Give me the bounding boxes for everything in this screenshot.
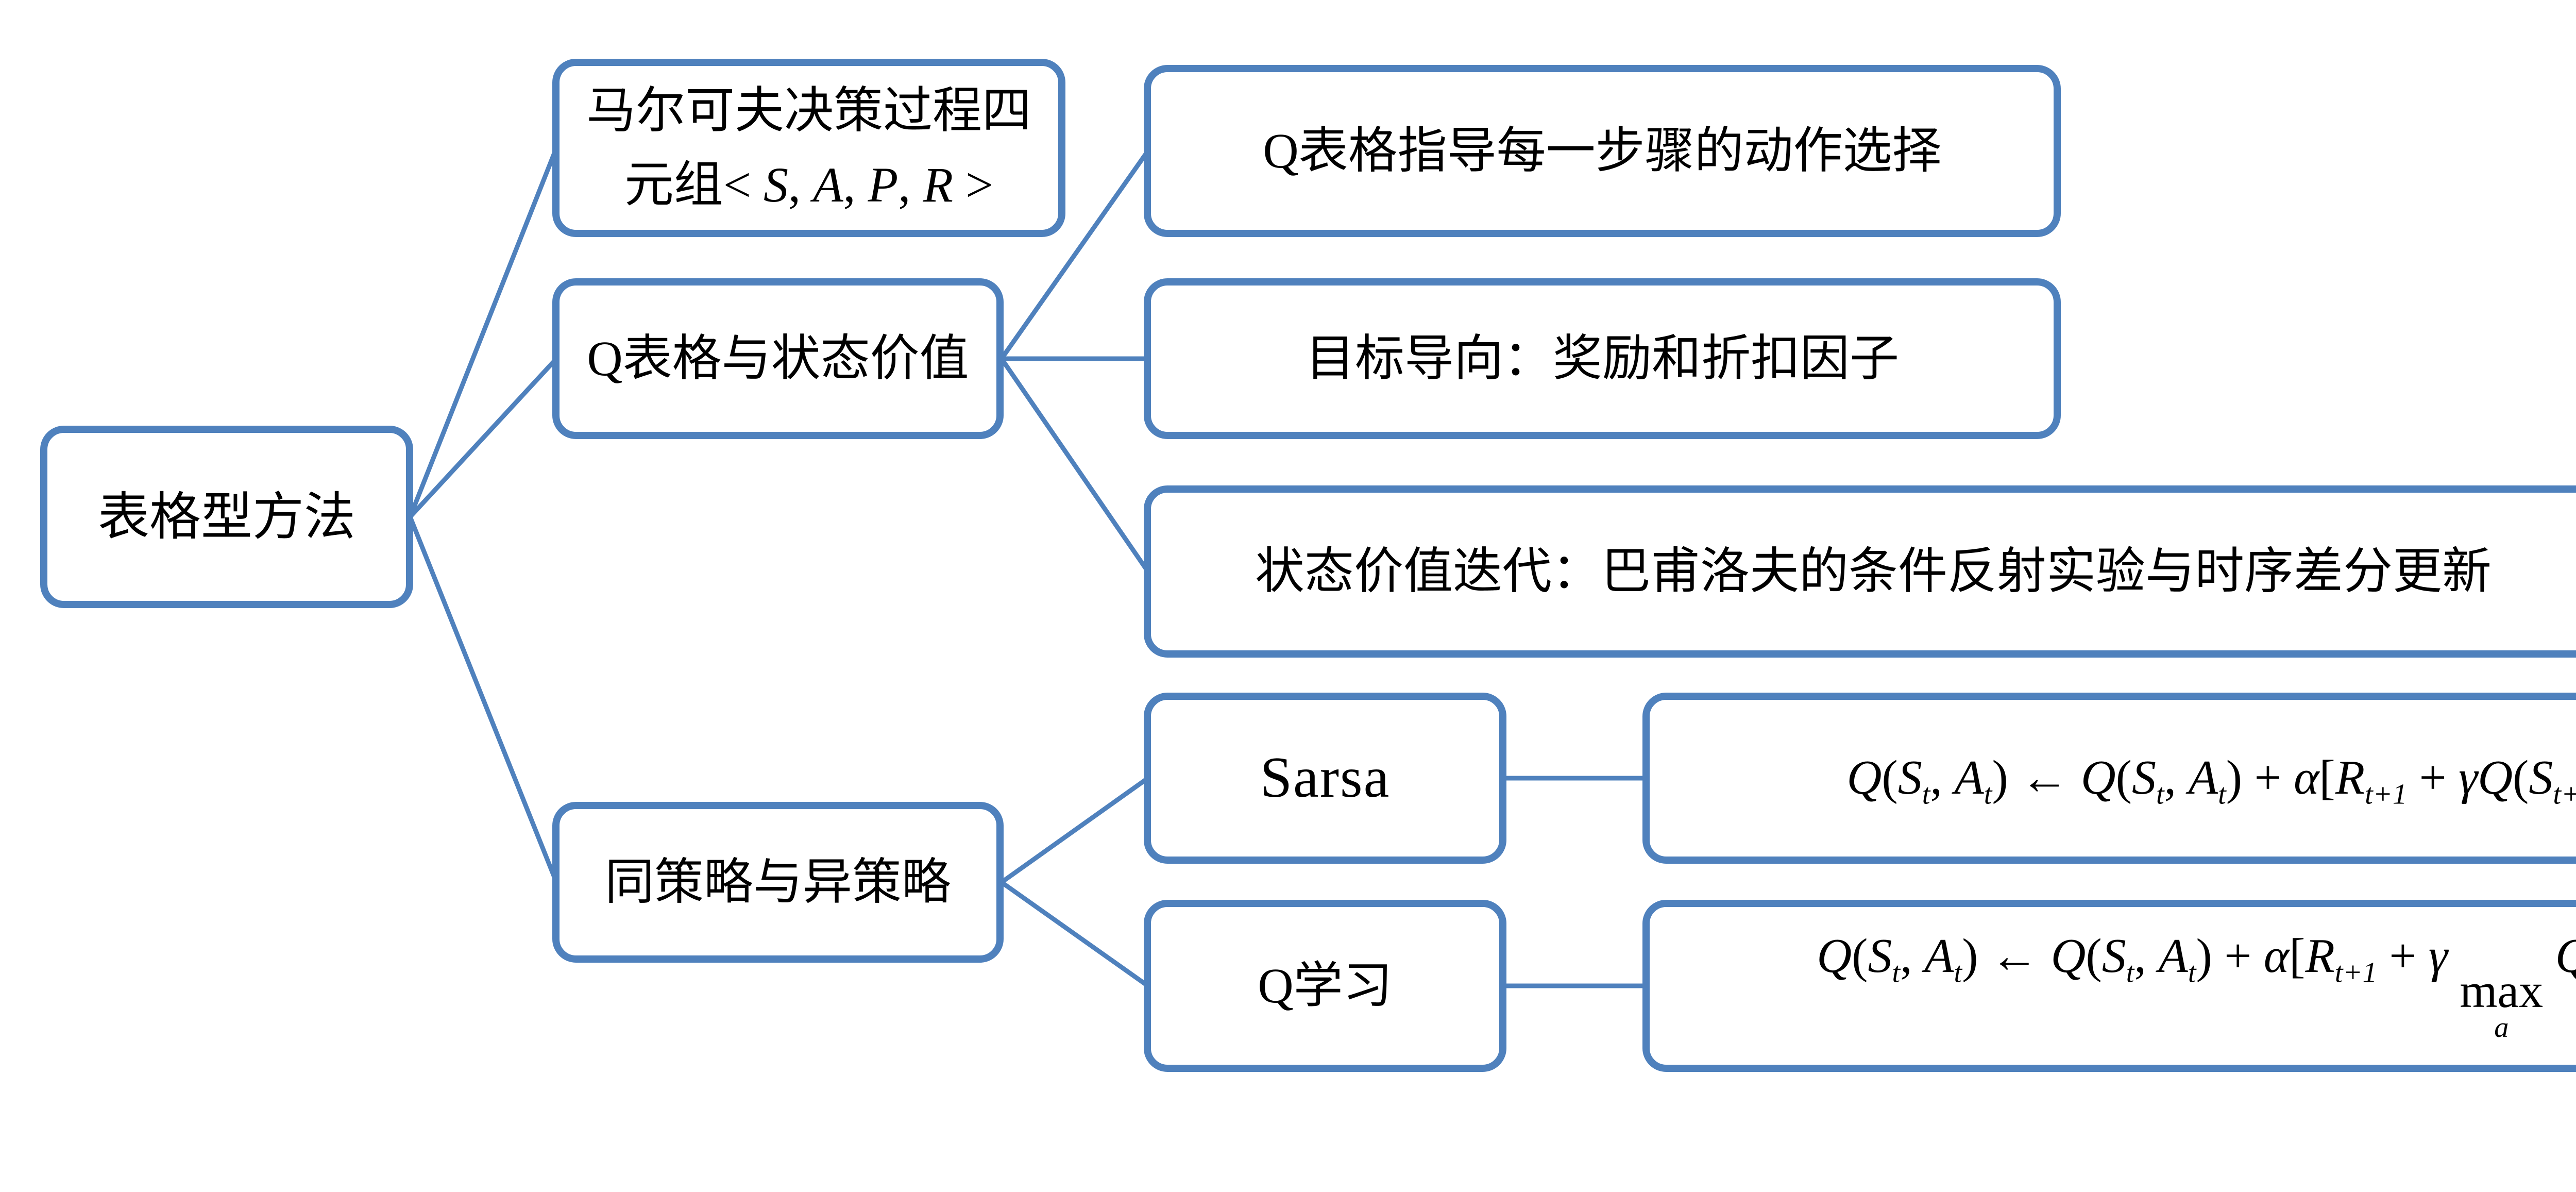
formula-sarsa-expression: Q(St, At) ← Q(St, At) + α[Rt+1 + γQ(St+1… (1846, 751, 2576, 811)
connector-qtable-value (999, 357, 1150, 573)
node-sarsa: Sarsa (1144, 693, 1506, 864)
connector-policy-qlearning (1000, 880, 1149, 988)
node-mdp-label: 马尔可夫决策过程四元组< S, A, P, R > (586, 83, 1031, 212)
node-qlearning: Q学习 (1144, 900, 1506, 1072)
formula-sarsa-update-rule: Q(St, At) ← Q(St, At) + α[Rt+1 + γQ(St+1… (1642, 693, 2576, 864)
leaf-goal-label: 目标导向：奖励和折扣因子 (1306, 331, 1899, 387)
connector-policy-sarsa (1000, 776, 1149, 884)
node-root-label: 表格型方法 (98, 488, 355, 546)
node-mdp-tuple: 马尔可夫决策过程四元组< S, A, P, R > (552, 59, 1065, 237)
node-policy-label: 同策略与异策略 (605, 854, 951, 910)
connector-root-qtable (408, 357, 558, 519)
node-qlearning-label: Q学习 (1258, 958, 1393, 1014)
node-qtable-label: Q表格与状态价值 (587, 331, 969, 387)
connector-root-policy (408, 516, 559, 883)
node-qtable-state-value: Q表格与状态价值 (552, 278, 1004, 439)
node-sarsa-label: Sarsa (1260, 746, 1391, 810)
connector-root-mdp (408, 147, 559, 518)
leaf-qtable-action-selection: Q表格指导每一步骤的动作选择 (1144, 65, 2061, 237)
leaf-state-value-iteration: 状态价值迭代：巴甫洛夫的条件反射实验与时序差分更新 (1144, 485, 2576, 658)
leaf-value-label: 状态价值迭代：巴甫洛夫的条件反射实验与时序差分更新 (1255, 544, 2492, 599)
leaf-goal-oriented: 目标导向：奖励和折扣因子 (1144, 278, 2061, 439)
node-root-tabular-methods: 表格型方法 (40, 426, 413, 608)
connector-qtable-action (999, 149, 1150, 360)
leaf-action-label: Q表格指导每一步骤的动作选择 (1263, 123, 1942, 179)
node-on-off-policy: 同策略与异策略 (552, 802, 1004, 963)
